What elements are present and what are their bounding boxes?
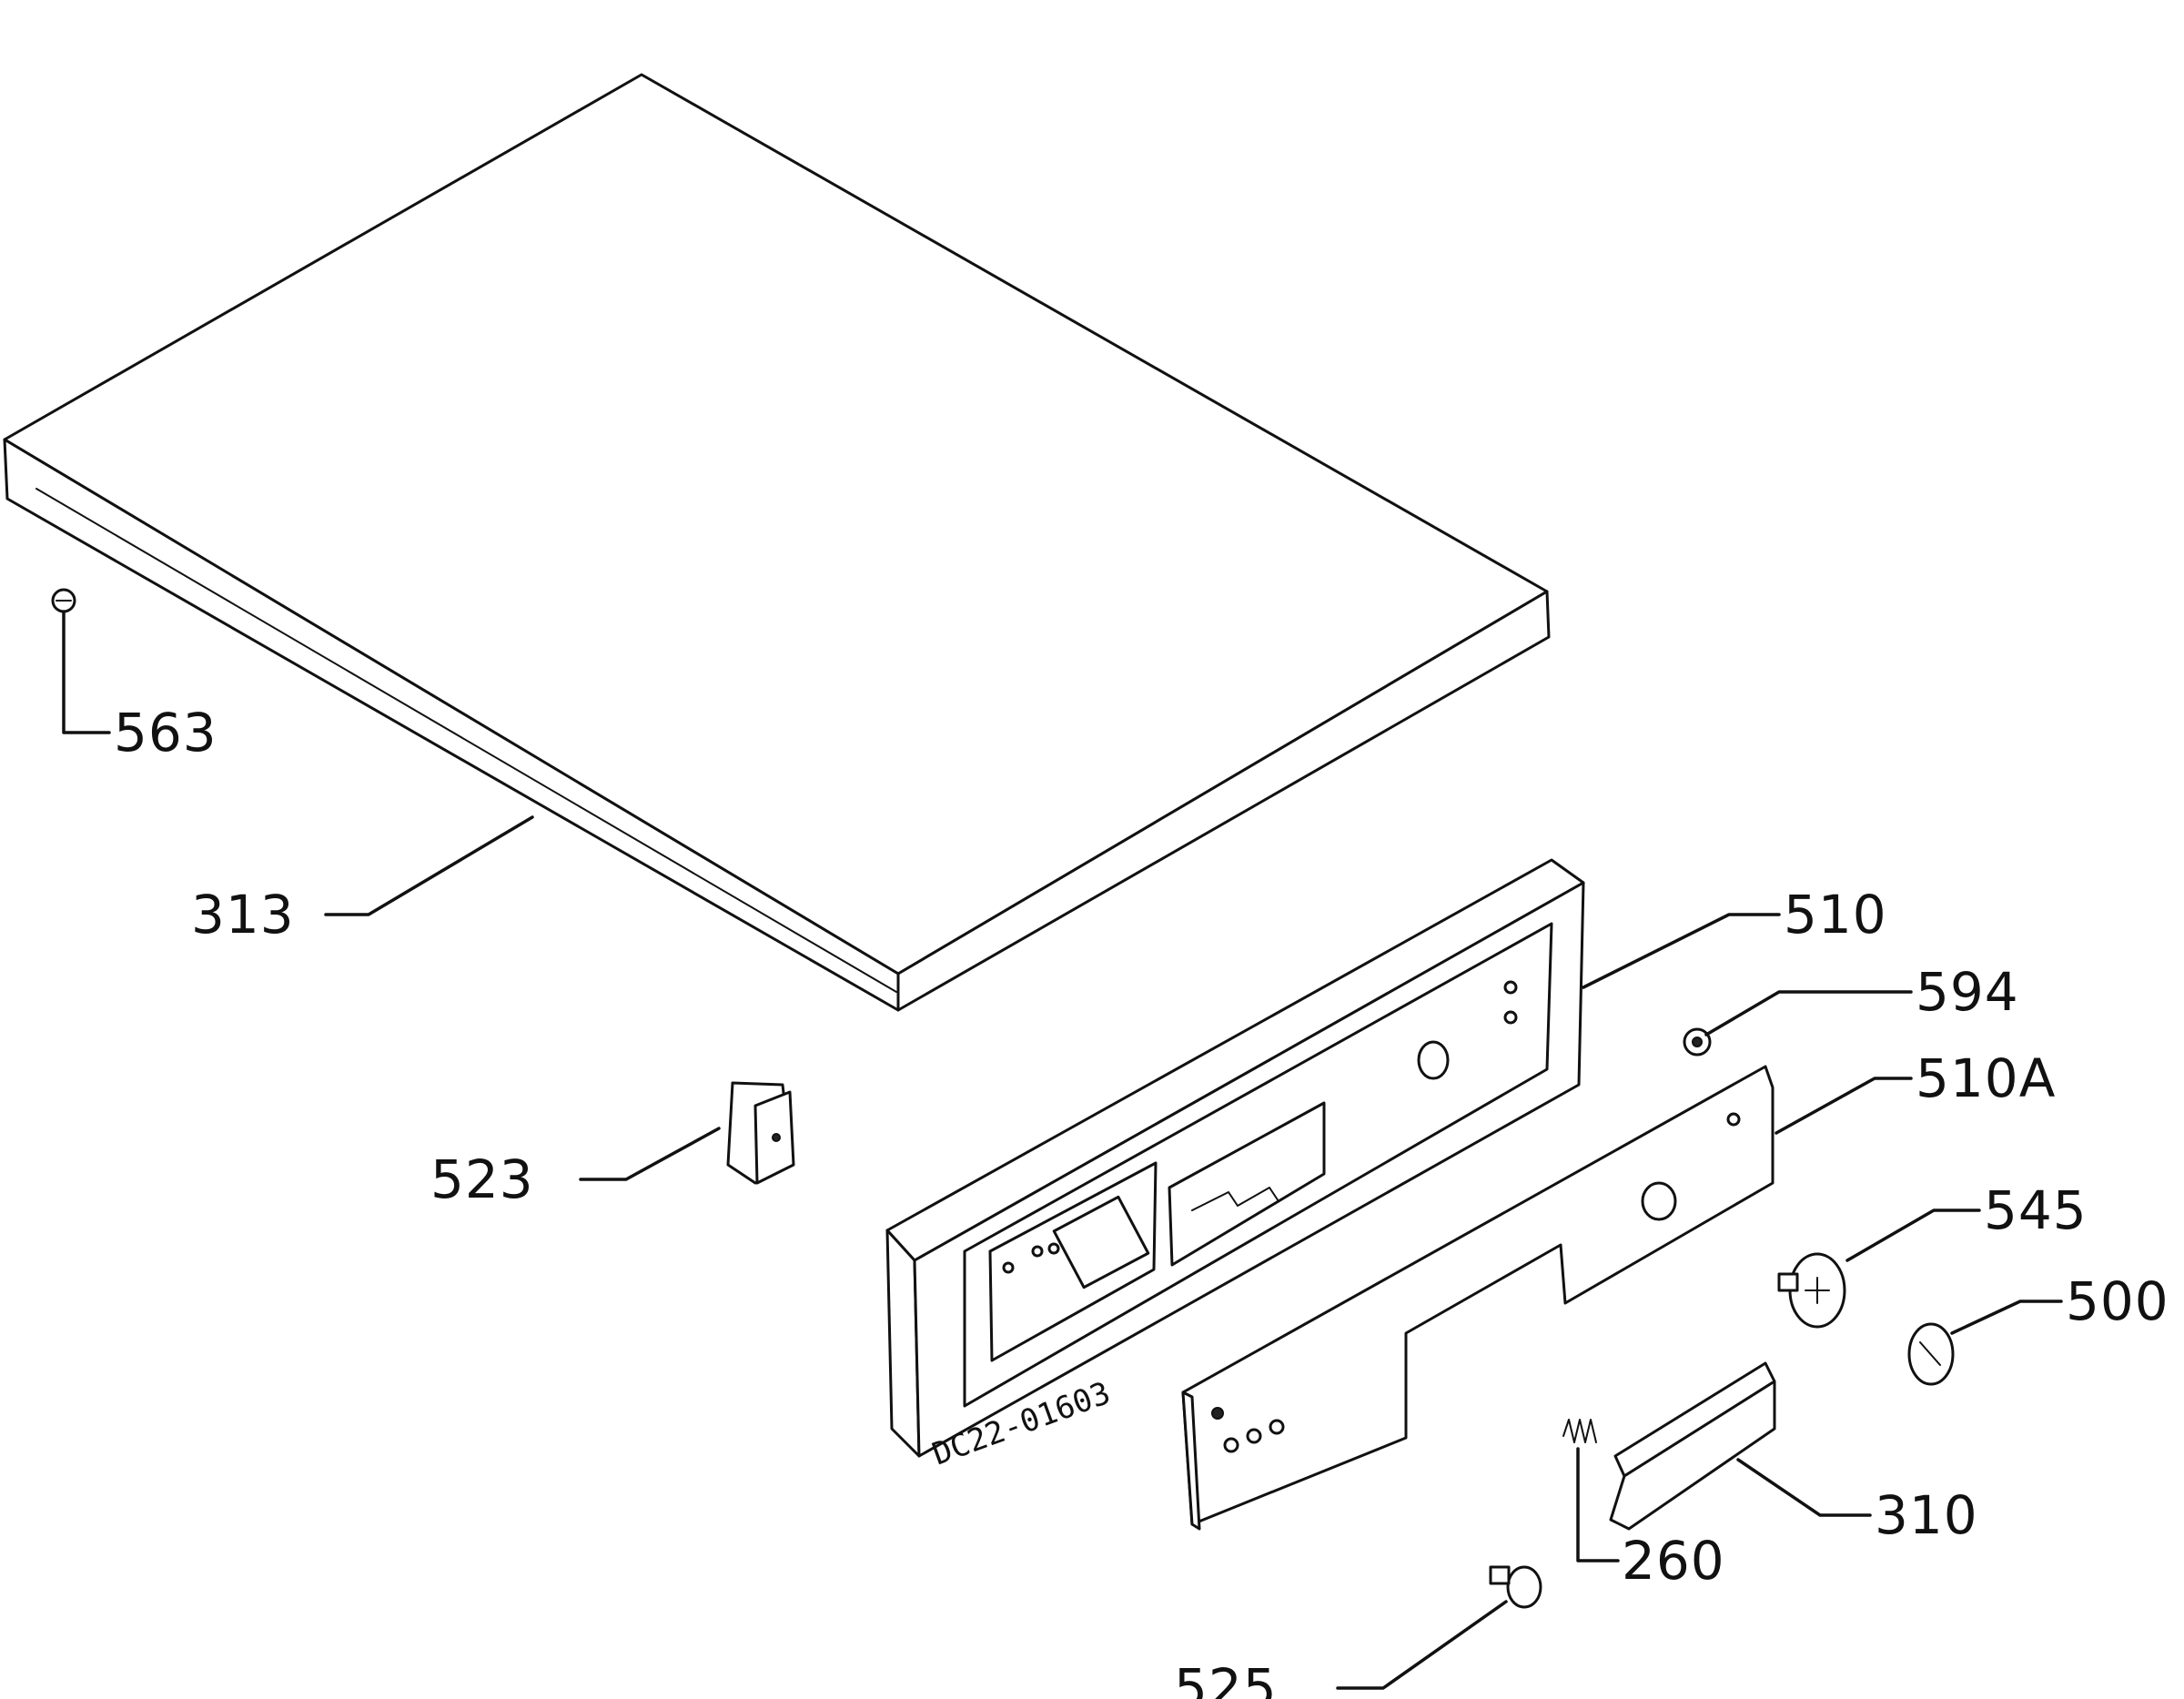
part-563-screw — [51, 588, 76, 613]
callout-500: 500 — [2066, 1270, 2169, 1332]
leader-510A — [1774, 1077, 1913, 1135]
leader-260 — [1576, 1447, 1620, 1562]
part-545-knob-base — [1777, 1252, 1846, 1329]
leader-lines — [62, 610, 2063, 1690]
part-510-control-panel — [885, 858, 1585, 1458]
part-500-knob — [1907, 1322, 1955, 1386]
leader-594 — [1704, 990, 1913, 1037]
leader-523 — [579, 1127, 721, 1181]
callout-310: 310 — [1875, 1484, 1978, 1546]
leader-510 — [1582, 913, 1781, 989]
part-260-spring — [1562, 1419, 1597, 1443]
part-525-pin — [1489, 1565, 1542, 1609]
leader-313 — [324, 815, 534, 916]
callout-510: 510 — [1784, 884, 1887, 946]
callout-563: 563 — [114, 702, 217, 764]
part-594-small-knob — [1683, 1027, 1712, 1057]
callout-260: 260 — [1622, 1530, 1725, 1592]
callout-510A: 510A — [1916, 1047, 2056, 1109]
leader-525 — [1336, 1600, 1508, 1690]
callout-313: 313 — [191, 884, 295, 946]
part-510A-inner-panel — [1181, 1065, 1774, 1531]
callout-525: 525 — [1174, 1657, 1278, 1699]
leader-545 — [1845, 1209, 1981, 1262]
leader-310 — [1736, 1458, 1872, 1517]
callout-545: 545 — [1984, 1179, 2088, 1241]
callout-594: 594 — [1916, 961, 2019, 1023]
part-310-button — [1609, 1361, 1776, 1531]
part-523-clip — [726, 1081, 795, 1185]
callout-523: 523 — [430, 1148, 534, 1210]
part-313-top-cover — [3, 73, 1551, 1012]
leader-500 — [1950, 1300, 2063, 1335]
leader-563 — [62, 610, 111, 734]
